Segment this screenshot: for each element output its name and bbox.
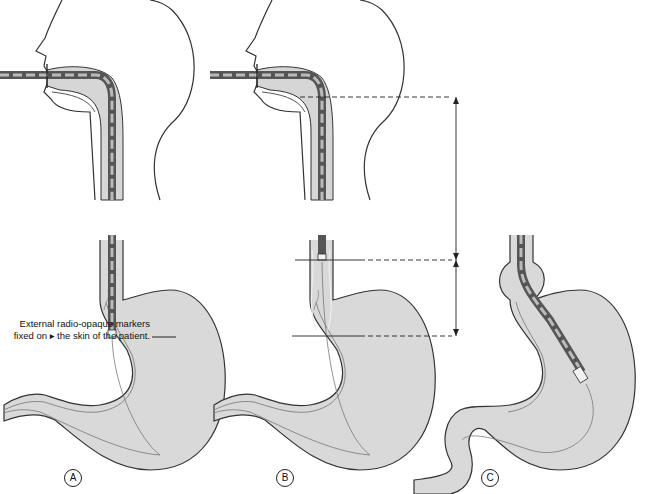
annotation-note: External radio-opaque markers fixed on ▸… xyxy=(8,318,150,342)
panel-letter-circle: A xyxy=(64,469,82,487)
panel-letter-circle: B xyxy=(276,469,294,487)
panel-letter-circle: C xyxy=(481,469,499,487)
panel-letter: C xyxy=(486,473,493,483)
panel-letter: A xyxy=(70,473,77,483)
panel-letter: B xyxy=(282,473,289,483)
